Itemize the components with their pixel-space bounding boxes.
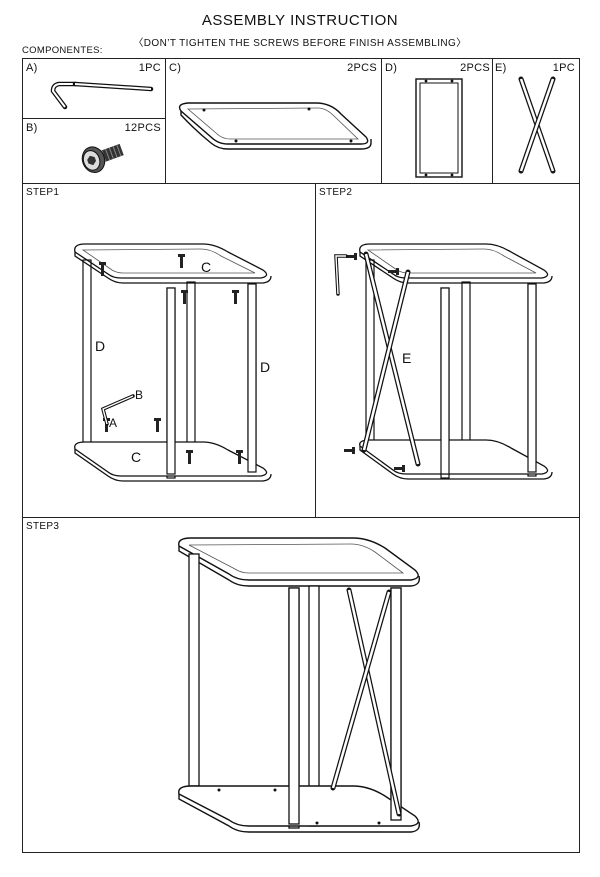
step3-panel: STEP3 [22, 517, 580, 853]
component-c-id: C) [169, 62, 182, 74]
page-subtitle: 〈DON’T TIGHTEN THE SCREWS BEFORE FINISH … [133, 38, 467, 49]
component-e-id: E) [495, 62, 507, 74]
hex-key-icon [50, 81, 154, 110]
component-b-qty: 12PCS [124, 122, 161, 134]
component-c-qty: 2PCS [347, 62, 377, 74]
component-a: A) 1PC [22, 58, 166, 119]
step2-label: STEP2 [319, 187, 353, 198]
component-a-qty: 1PC [138, 62, 161, 74]
step1-bottom-part-label: C [131, 449, 142, 465]
component-c: C) 2PCS [165, 58, 382, 184]
step1-left-frame-label: D [95, 338, 106, 354]
components-label: COMPONENTES: [22, 45, 103, 56]
tabletop-panel-icon [178, 102, 372, 150]
page-title: ASSEMBLY INSTRUCTION [201, 12, 399, 29]
component-d: D) 2PCS [381, 58, 493, 184]
component-a-id: A) [26, 62, 38, 74]
step1-screw-label: B [135, 388, 144, 402]
step1-panel: STEP1 [22, 183, 316, 518]
component-b: B) 12PCS [22, 118, 166, 184]
component-b-id: B) [26, 122, 38, 134]
step3-label: STEP3 [26, 521, 60, 532]
step2-diagram [334, 243, 553, 480]
component-d-id: D) [385, 62, 398, 74]
step2-panel: STEP2 E [315, 183, 580, 518]
step1-tool-label: A [109, 416, 118, 430]
step2-brace-label: E [402, 350, 412, 366]
step1-top-part-label: C [201, 259, 212, 275]
step3-assembled-table [178, 537, 421, 833]
side-frame-icon [415, 78, 463, 178]
screw-icon [81, 143, 124, 174]
step1-label: STEP1 [26, 187, 60, 198]
component-d-qty: 2PCS [460, 62, 490, 74]
component-e-qty: 1PC [552, 62, 575, 74]
step1-diagram [74, 243, 272, 482]
step1-right-frame-label: D [260, 359, 271, 375]
cross-brace-icon [518, 76, 556, 174]
component-e: E) 1PC [492, 58, 580, 184]
